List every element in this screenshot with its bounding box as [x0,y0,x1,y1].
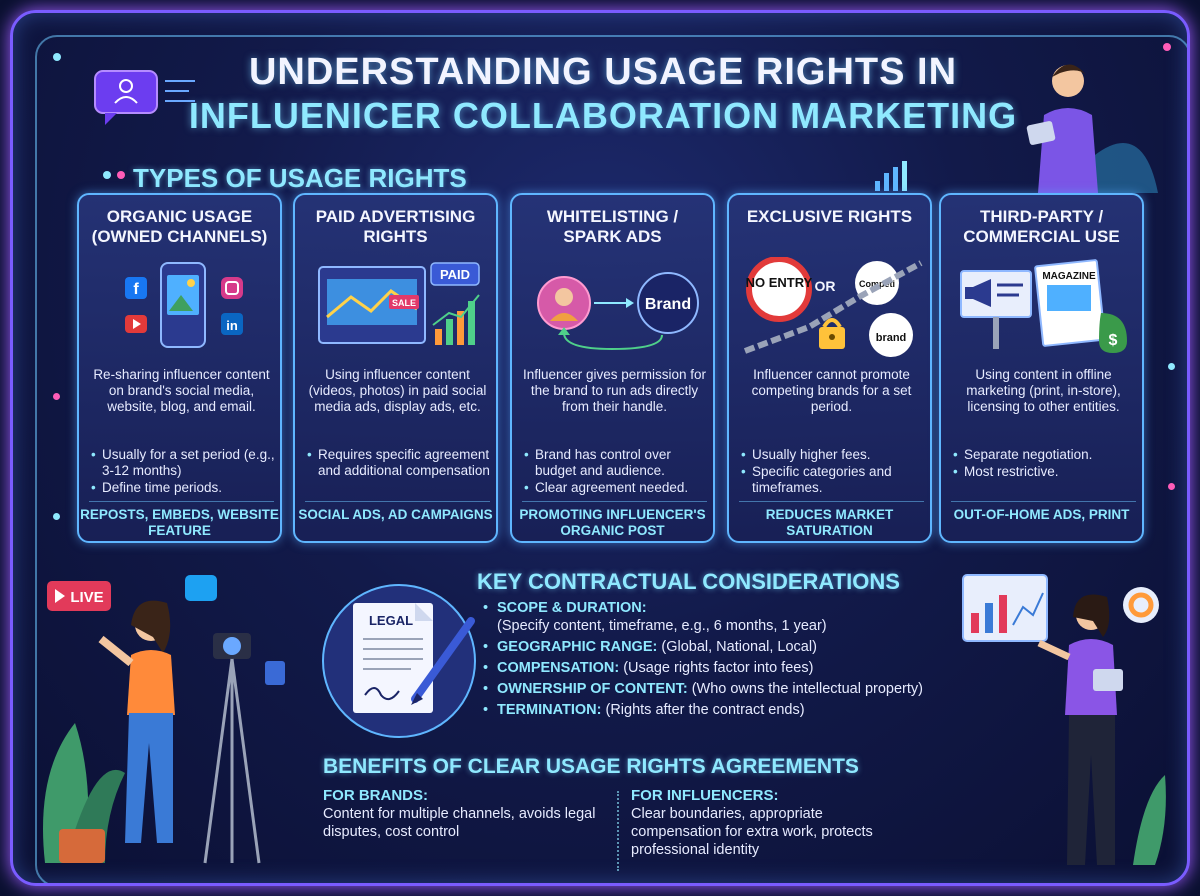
svg-text:$: $ [1109,332,1118,349]
card-description: Influencer cannot promote competing bran… [751,367,912,414]
benefit-influencers: FOR INFLUENCERS: Clear boundaries, appro… [631,787,911,859]
card-title: EXCLUSIVE RIGHTS [746,207,913,226]
card-footer: REDUCES MARKET SATURATION [765,507,894,538]
key-considerations-heading: KEY CONTRACTUAL CONSIDERATIONS [477,569,900,594]
or-label: OR [815,278,836,294]
key-item: GEOGRAPHIC RANGE: (Global, National, Loc… [483,638,1003,656]
benefit-divider [617,791,619,871]
bar-chart-icon [875,161,907,191]
key-item-text: (Usage rights factor into fees) [623,660,814,676]
key-item: SCOPE & DURATION: (Specify content, timef… [483,599,1003,635]
card-bullet: Define time periods. [91,480,277,496]
key-item: TERMINATION: (Rights after the contract … [483,701,1003,719]
magazine-label: MAGAZINE [1042,271,1096,282]
svg-text:in: in [226,318,238,333]
card-footer: OUT-OF-HOME ADS, PRINT [953,507,1130,522]
no-entry-sign: NO ENTRY [746,275,813,290]
key-item: COMPENSATION: (Usage rights factor into … [483,659,1003,677]
card-description: Influencer gives permission for the bran… [522,367,707,414]
svg-text:f: f [133,281,139,298]
card-divider [951,501,1136,502]
benefit-brands-head: FOR BRANDS: [323,787,428,804]
card-bullets: Usually for a set period (e.g., 3-12 mon… [91,447,277,497]
presenter-figure [1026,64,1158,193]
paid-badge: PAID [440,267,470,282]
card-title: THIRD-PARTY / COMMERCIAL USE [963,207,1120,246]
heading-dot [103,171,111,179]
card-bullet: Usually higher fees. [741,447,927,463]
key-item-label: SCOPE & DURATION: [497,600,647,616]
exclusive-lock-icon: NO ENTRY OR Competi brand [743,257,923,357]
main-title-line2: INFLUENICER COLLABORATION MARKETING [188,95,1018,136]
live-badge: LIVE [70,589,103,606]
key-item-label: OWNERSHIP OF CONTENT: [497,681,688,697]
card-footer: REPOSTS, EMBEDS, WEBSITE FEATURE [80,507,279,538]
card-third-party: THIRD-PARTY / COMMERCIAL USE MAGAZINE $ … [939,193,1144,543]
benefits-heading: BENEFITS OF CLEAR USAGE RIGHTS AGREEMENT… [323,755,859,778]
card-description: Re-sharing influencer content on brand's… [93,367,270,414]
card-bullet: Requires specific agreement and addition… [307,447,493,479]
card-bullet: Usually for a set period (e.g., 3-12 mon… [91,447,277,479]
key-item-label: GEOGRAPHIC RANGE: [497,639,658,655]
whitelisting-flow-icon: Brand [537,272,699,351]
types-heading: TYPES OF USAGE RIGHTS [133,163,467,193]
card-whitelisting: WHITELISTING / SPARK ADS Brand Influence… [510,193,715,543]
card-title: WHITELISTING / SPARK ADS [546,207,679,246]
key-considerations-list: SCOPE & DURATION: (Specify content, timef… [483,599,1003,722]
key-item-text: (Rights after the contract ends) [605,702,805,718]
card-divider [305,501,490,502]
key-item-label: COMPENSATION: [497,660,620,676]
sparkle-dot [53,513,60,520]
legal-label: LEGAL [369,613,413,628]
card-bullets: Brand has control over budget and audien… [524,447,710,497]
key-item-label: TERMINATION: [497,702,602,718]
card-title: ORGANIC USAGE (OWNED CHANNELS) [91,207,268,246]
analyst-figure [962,574,1166,865]
sparkle-dot [1168,483,1175,490]
brand-label: Brand [645,296,691,313]
key-item-text: (Global, National, Local) [661,639,817,655]
card-bullet: Brand has control over budget and audien… [524,447,710,479]
card-exclusive-rights: EXCLUSIVE RIGHTS NO ENTRY OR Competi bra… [727,193,932,543]
card-description: Using content in offline marketing (prin… [966,367,1121,414]
card-organic-usage: ORGANIC USAGE (OWNED CHANNELS) f in Re-s… [77,193,282,543]
card-bullets: Separate negotiation. Most restrictive. [953,447,1139,481]
benefit-influencers-head: FOR INFLUENCERS: [631,787,779,804]
benefit-brands-text: Content for multiple channels, avoids le… [323,806,596,840]
card-divider [522,501,707,502]
sparkle-dot [1163,43,1171,51]
card-description: Using influencer content (videos, photos… [308,367,487,414]
main-title-line1: UNDERSTANDING USAGE RIGHTS IN [248,51,958,93]
sparkle-dot [53,53,61,61]
card-footer: SOCIAL ADS, AD CAMPAIGNS [298,507,493,522]
user-chat-icon [94,70,195,125]
card-bullet: Clear agreement needed. [524,480,710,496]
infographic-frame: UNDERSTANDING USAGE RIGHTS IN INFLUENICE… [10,10,1190,886]
card-bullets: Requires specific agreement and addition… [307,447,493,480]
heading-dot [117,171,125,179]
sparkle-dot [53,393,60,400]
card-paid-advertising: PAID ADVERTISING RIGHTS SALE PAID Using … [293,193,498,543]
benefit-influencers-text: Clear boundaries, appropriate compensati… [631,806,873,858]
billboard-magazine-icon: MAGAZINE $ [960,259,1127,353]
card-divider [89,501,274,502]
influencer-camera-figure: LIVE [43,575,285,864]
key-item-text: (Specify content, timeframe, e.g., 6 mon… [497,618,827,634]
key-item-text: (Who owns the intellectual property) [691,681,923,697]
social-phone-icon: f in [125,262,243,348]
card-bullets: Usually higher fees. Specific categories… [741,447,927,497]
card-title: PAID ADVERTISING RIGHTS [315,207,476,246]
sparkle-dot [1168,363,1175,370]
card-divider [739,501,924,502]
sale-label: SALE [392,298,416,308]
key-item: OWNERSHIP OF CONTENT: (Who owns the inte… [483,680,1003,698]
card-bullet: Separate negotiation. [953,447,1139,463]
card-bullet: Specific categories and timeframes. [741,464,927,496]
benefit-brands: FOR BRANDS: Content for multiple channel… [323,787,613,841]
card-bullet: Most restrictive. [953,464,1139,480]
card-footer: PROMOTING INFLUENCER'S ORGANIC POST [519,507,706,538]
paid-ad-icon: SALE PAID [318,262,480,345]
legal-document-icon: LEGAL [322,584,476,738]
brand-circle-label: brand [876,332,907,344]
